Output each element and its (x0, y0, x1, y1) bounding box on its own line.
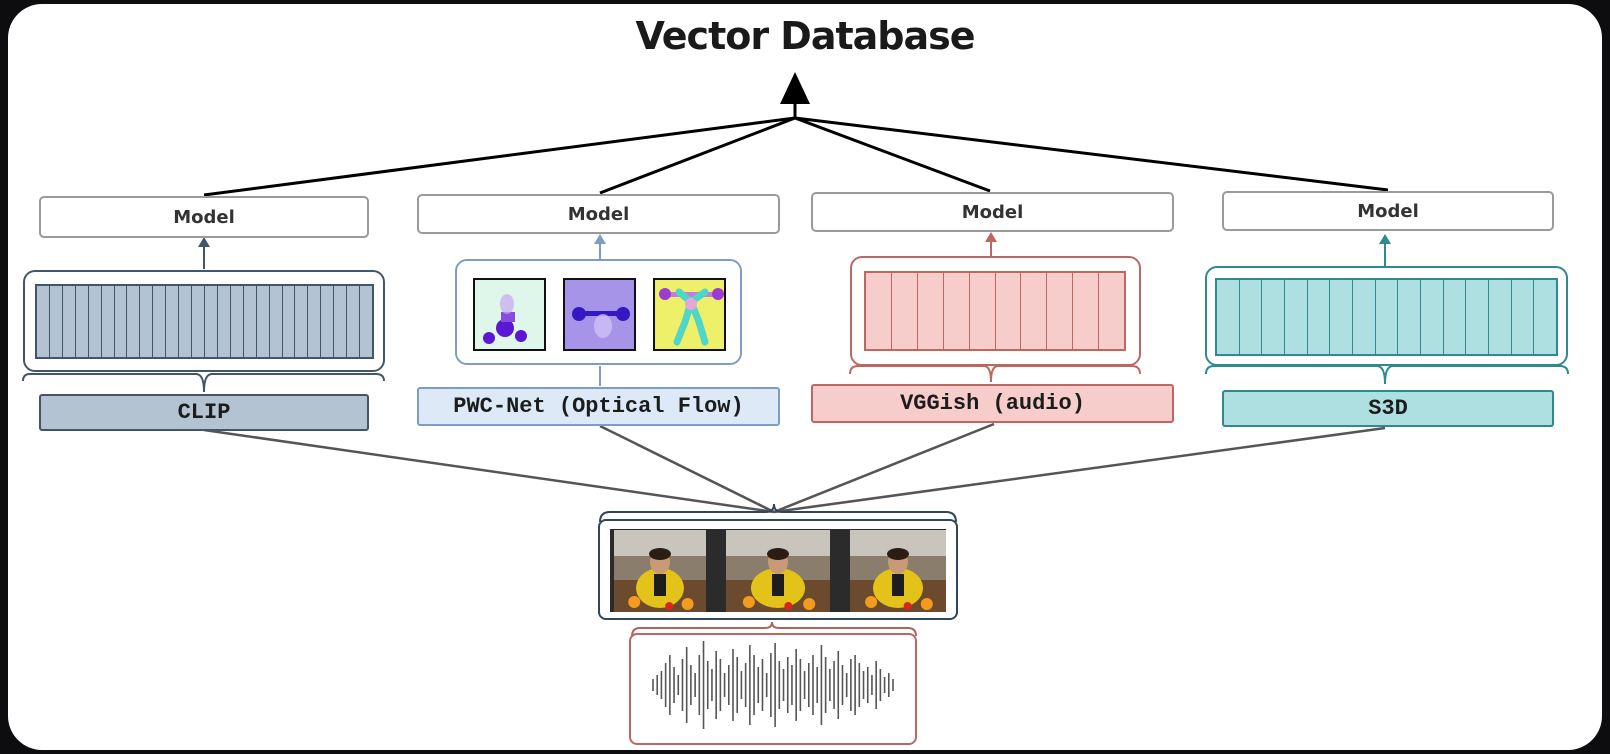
embedding-cell (1099, 273, 1124, 349)
embedding-cell (1047, 273, 1074, 349)
embedding-cell (231, 286, 244, 357)
embedding-cell (102, 286, 115, 357)
s3d-embedding-strip (1215, 278, 1558, 356)
embedding-cell (1466, 280, 1490, 354)
embedding-cell (270, 286, 283, 357)
embedding-cell (50, 286, 63, 357)
embedding-cell (63, 286, 76, 357)
embedding-cell (1217, 280, 1240, 354)
embedding-cell (1021, 273, 1048, 349)
embedding-cell (347, 286, 361, 357)
vector-database-title: Vector Database (635, 14, 975, 58)
clip-model-box: Model (39, 196, 369, 238)
embedding-cell (892, 273, 918, 349)
pwc-feature-block (455, 259, 742, 365)
embedding-cell (244, 286, 257, 357)
embedding-cell (334, 286, 348, 357)
audio-waveform-icon (652, 641, 894, 729)
embedding-cell (1308, 280, 1331, 354)
vggish-embedding-strip (864, 271, 1126, 351)
pwc-net-encoder-label: PWC-Net (Optical Flow) (417, 387, 780, 426)
audio-input-block (629, 633, 917, 745)
flow-frame-2 (563, 278, 636, 351)
embedding-cell (1512, 280, 1535, 354)
diagram-canvas: Vector Database Model Model Model Model … (8, 4, 1602, 750)
embedding-cell (1444, 280, 1467, 354)
clip-encoder-label: CLIP (39, 394, 369, 431)
embedding-cell (205, 286, 218, 357)
embedding-cell (866, 273, 892, 349)
embedding-cell (76, 286, 89, 357)
embedding-cell (1073, 273, 1100, 349)
vggish-encoder-label: VGGish (audio) (811, 384, 1174, 423)
up-arrow-icon (780, 72, 810, 104)
flow-frame-1 (473, 278, 546, 351)
embedding-cell (166, 286, 180, 357)
embedding-cell (1398, 280, 1422, 354)
embedding-cell (944, 273, 970, 349)
embedding-cell (1285, 280, 1308, 354)
pwc-model-box: Model (417, 194, 780, 234)
embedding-cell (1421, 280, 1444, 354)
embedding-cell (218, 286, 231, 357)
s3d-feature-block (1205, 266, 1568, 366)
vggish-feature-block (850, 256, 1141, 366)
embedding-cell (1376, 280, 1399, 354)
embedding-cell (115, 286, 128, 357)
video-frame-1 (614, 530, 706, 612)
embedding-cell (89, 286, 102, 357)
embedding-cell (308, 286, 322, 357)
embedding-cell (1489, 280, 1512, 354)
video-frame-3 (850, 530, 946, 612)
embedding-cell (140, 286, 154, 357)
embedding-cell (360, 286, 372, 357)
embedding-cell (257, 286, 270, 357)
embedding-cell (1353, 280, 1376, 354)
embedding-cell (1330, 280, 1354, 354)
embedding-cell (295, 286, 309, 357)
embedding-cell (1534, 280, 1556, 354)
embedding-cell (179, 286, 193, 357)
embedding-cell (996, 273, 1022, 349)
embedding-cell (321, 286, 335, 357)
embedding-cell (153, 286, 167, 357)
s3d-encoder-label: S3D (1222, 390, 1554, 427)
connectors (22, 72, 1569, 637)
embedding-cell (192, 286, 205, 357)
s3d-model-box: Model (1222, 191, 1554, 231)
vggish-model-box: Model (811, 192, 1174, 232)
video-frame-2 (726, 530, 830, 612)
embedding-cell (37, 286, 50, 357)
embedding-cell (127, 286, 141, 357)
clip-feature-block (23, 270, 385, 372)
video-input-block (598, 519, 958, 620)
embedding-cell (970, 273, 996, 349)
embedding-cell (918, 273, 944, 349)
flow-frame-3 (653, 278, 726, 351)
embedding-cell (1240, 280, 1263, 354)
embedding-cell (1262, 280, 1286, 354)
clip-embedding-strip (35, 284, 374, 359)
embedding-cell (283, 286, 296, 357)
